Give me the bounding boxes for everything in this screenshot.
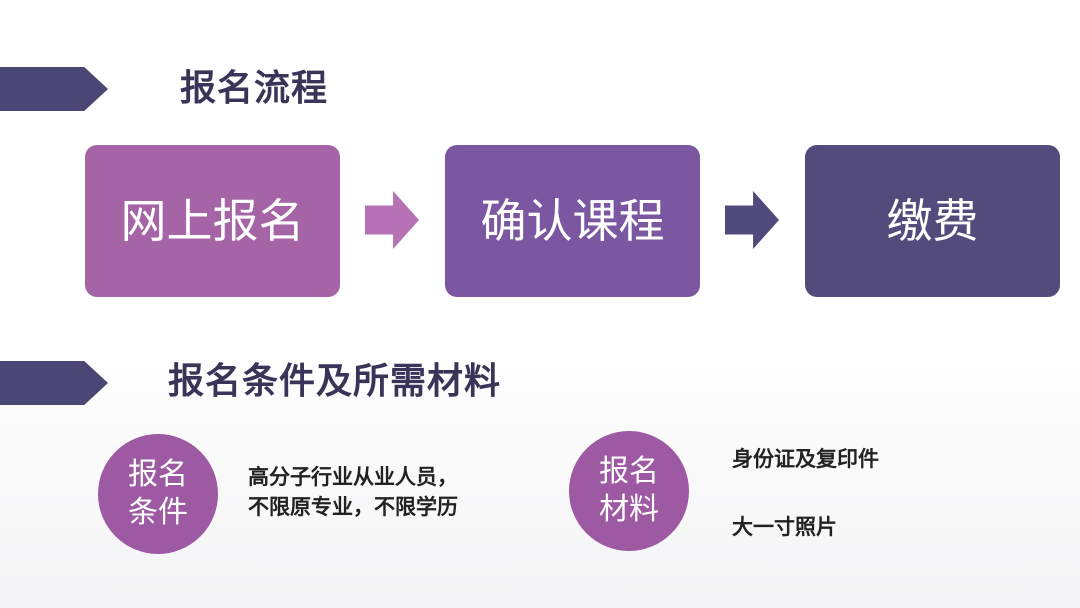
- conditions-line: 高分子行业从业人员，: [248, 465, 458, 489]
- step-label: 确认课程: [480, 194, 665, 248]
- badge-line: 条件: [128, 495, 188, 530]
- right-arrow-icon: [365, 191, 419, 249]
- step-label: 缴费: [886, 194, 979, 248]
- badge-conditions: 报名 条件: [98, 434, 218, 554]
- badge-line: 报名: [128, 457, 188, 492]
- conditions-line: 不限原专业，不限学历: [248, 495, 458, 519]
- badge-line: 报名: [599, 454, 659, 489]
- badge-line: 材料: [599, 492, 659, 527]
- conditions-text: 高分子行业从业人员， 不限原专业，不限学历: [248, 462, 458, 522]
- badge-materials: 报名 材料: [569, 431, 689, 551]
- step-online-registration: 网上报名: [85, 145, 340, 297]
- step-label: 网上报名: [120, 194, 305, 248]
- right-arrow-icon: [725, 191, 779, 249]
- material-item-photo: 大一寸照片: [732, 515, 837, 539]
- step-confirm-course: 确认课程: [445, 145, 700, 297]
- section-title-process: 报名流程: [180, 68, 329, 109]
- material-item-id-card: 身份证及复印件: [732, 447, 879, 471]
- section-banner-arrow: [0, 67, 108, 111]
- section-banner-arrow: [0, 361, 108, 405]
- step-payment: 缴费: [805, 145, 1060, 297]
- section-title-requirements: 报名条件及所需材料: [168, 361, 502, 402]
